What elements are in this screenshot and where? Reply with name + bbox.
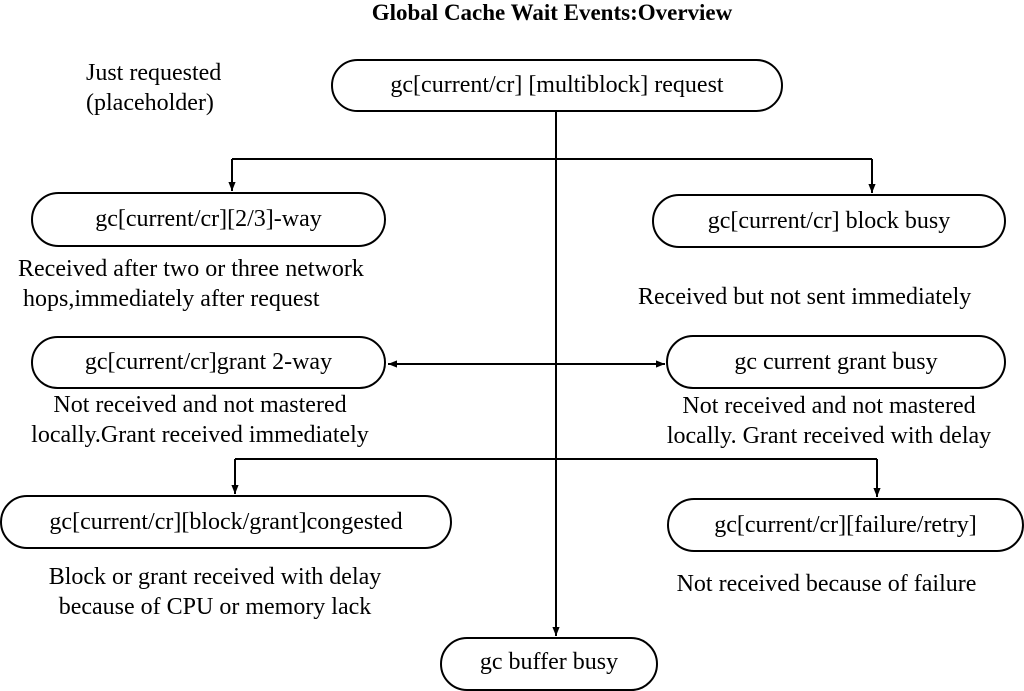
desc-line: locally.Grant received immediately (31, 422, 369, 448)
desc-failure-retry: Not received because of failure (634, 569, 1019, 599)
desc-line: Not received because of failure (676, 571, 977, 597)
desc-line: hops,immediately after request (23, 286, 320, 312)
desc-line: Received after two or three network (18, 256, 364, 282)
connector-lines (228, 111, 881, 636)
desc-grant-busy: Not received and not mastered locally. G… (634, 391, 1024, 451)
node-2-3-way: gc[current/cr][2/3]-way (31, 192, 386, 247)
desc-line: Not received and not mastered (53, 392, 347, 418)
node-bottom-partial: gc buffer busy (440, 637, 658, 691)
desc-2-3-way: Received after two or three network hops… (18, 254, 364, 314)
node-block-busy: gc[current/cr] block busy (652, 194, 1006, 248)
node-congested: gc[current/cr][block/grant]congested (0, 495, 452, 549)
desc-block-busy: Received but not sent immediately (638, 282, 971, 312)
desc-congested: Block or grant received with delay becau… (10, 562, 420, 622)
desc-line: locally. Grant received with delay (666, 423, 992, 449)
note-just-requested: Just requested (placeholder) (86, 58, 221, 118)
node-grant-2way: gc[current/cr]grant 2-way (31, 336, 386, 389)
desc-grant-2way: Not received and not mastered locally.Gr… (0, 390, 400, 450)
node-failure-retry: gc[current/cr][failure/retry] (667, 498, 1024, 552)
desc-line: Received but not sent immediately (638, 284, 972, 310)
desc-line: because of CPU or memory lack (58, 594, 372, 620)
diagram-title: Global Cache Wait Events:Overview (371, 0, 733, 25)
note-line: Just requested (86, 60, 222, 86)
node-request: gc[current/cr] [multiblock] request (331, 59, 783, 112)
note-line: (placeholder) (86, 90, 214, 116)
desc-line: Not received and not mastered (682, 393, 976, 419)
desc-line: Block or grant received with delay (48, 564, 382, 590)
node-grant-busy: gc current grant busy (666, 335, 1006, 389)
